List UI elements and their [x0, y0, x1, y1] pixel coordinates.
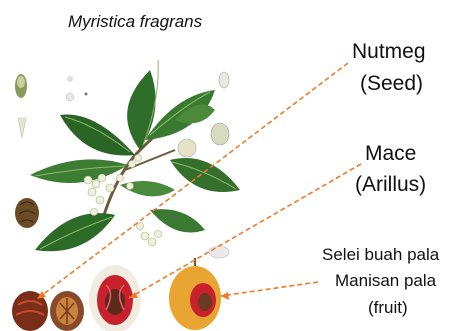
fruit-note: (fruit) — [368, 298, 408, 318]
small-dot-icon — [66, 76, 88, 101]
whole-fruit-icon — [169, 258, 221, 330]
fruit-pointer — [221, 282, 318, 296]
flower-icon — [18, 118, 26, 138]
mace-label: Mace — [365, 142, 416, 166]
mace-pointer — [129, 164, 361, 298]
fruit-arrowhead-icon — [221, 292, 229, 300]
flower-bud-icon — [15, 74, 27, 98]
nutmeg-branch — [30, 60, 240, 251]
fruit-label-line2: Manisan pala — [335, 271, 436, 291]
fruit-label-line1: Selei buah pala — [322, 245, 439, 265]
nutmeg-note: (Seed) — [360, 72, 423, 96]
species-title: Myristica fragrans — [68, 12, 202, 32]
seed-icon — [15, 198, 39, 228]
mace-note: (Arillus) — [355, 173, 426, 197]
seed-cross-section-icon — [50, 291, 84, 331]
nutmeg-label: Nutmeg — [352, 40, 426, 64]
